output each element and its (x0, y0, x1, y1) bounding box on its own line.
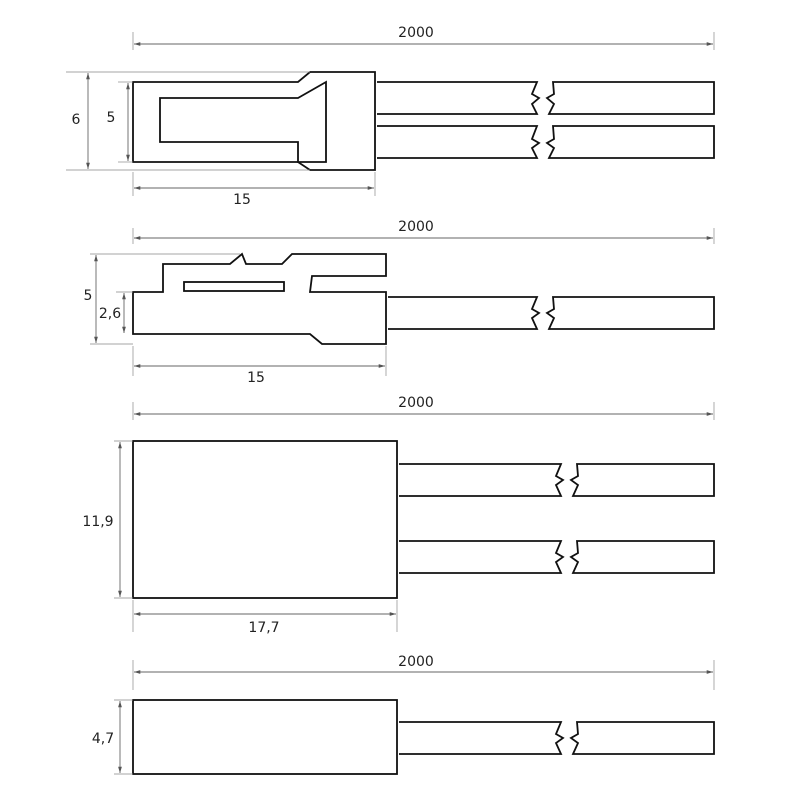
body-length-label: 17,7 (248, 620, 279, 636)
length-label: 2000 (398, 25, 434, 41)
length-label: 2000 (398, 219, 434, 235)
connector-1-drawing: 2000 6 5 15 (66, 25, 715, 208)
wire-2 (399, 540, 715, 574)
wire-1 (388, 296, 715, 330)
wire-1 (377, 81, 715, 115)
wire-2 (377, 125, 715, 159)
body-length-label: 15 (233, 192, 251, 208)
connector-2-drawing: 2000 5 2,6 15 (84, 219, 715, 386)
connector-3-body (132, 440, 398, 599)
connector-2-body (132, 252, 387, 345)
length-label: 2000 (398, 654, 434, 670)
inner-height-label: 2,6 (99, 306, 121, 322)
outer-height-label: 5 (84, 288, 93, 304)
body-length-label: 15 (247, 370, 265, 386)
connector-3-drawing: 2000 11,9 17,7 (82, 395, 715, 636)
outer-height-label: 4,7 (92, 731, 114, 747)
connector-4-drawing: 2000 4,7 (92, 654, 715, 775)
wire-1 (399, 463, 715, 497)
connector-1-slot (159, 80, 327, 163)
connector-4-body (132, 699, 398, 775)
connector-2-latch-slot (183, 281, 285, 292)
inner-height-label: 5 (107, 110, 116, 126)
outer-height-label: 6 (72, 112, 81, 128)
outer-height-label: 11,9 (82, 514, 113, 530)
length-label: 2000 (398, 395, 434, 411)
wire-1 (399, 721, 715, 755)
